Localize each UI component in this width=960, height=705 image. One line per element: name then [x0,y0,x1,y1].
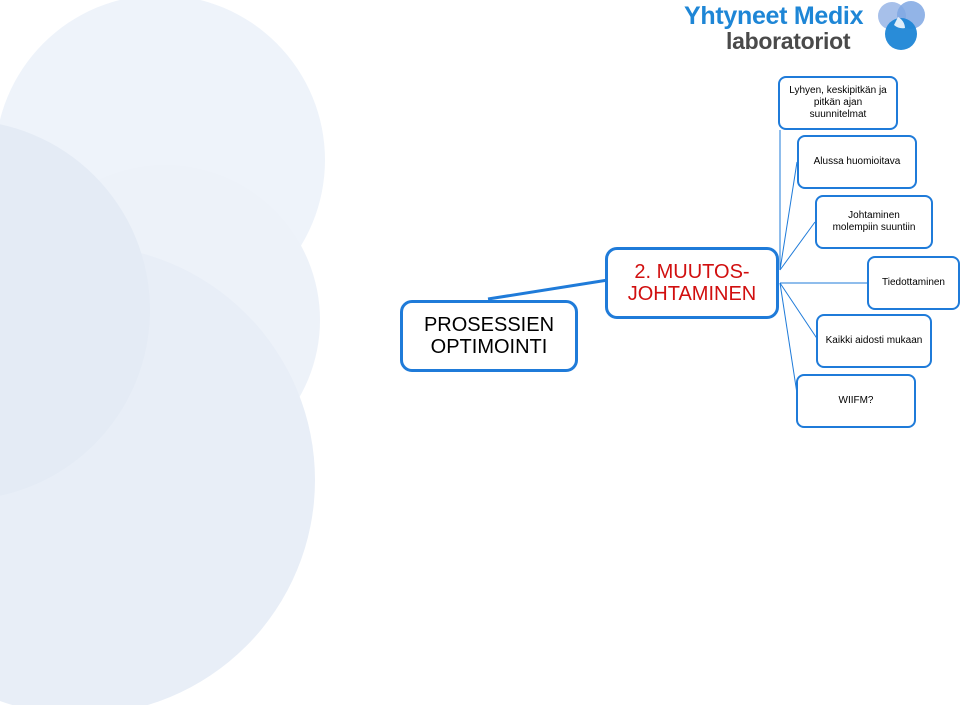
connector-root-main [487,278,609,301]
branch-node-communication: Tiedottaminen [867,256,960,310]
branch-node-wiifm: WIIFM? [796,374,916,428]
connector-main-branch [779,282,799,401]
logo-text-line2: laboratoriot [726,28,851,54]
logo-text-line1: Yhtyneet Medix [684,2,864,30]
logo-circles-icon [878,1,925,50]
branch-node-leadership-both-ways: Johtaminen molempiin suuntiin [815,195,933,249]
connector-main-branch [779,221,816,271]
branch-node-everyone-involved: Kaikki aidosti mukaan [816,314,932,368]
connector-main-branch [779,282,819,341]
root-node: PROSESSIEN OPTIMOINTI [400,300,578,372]
main-node: 2. MUUTOS- JOHTAMINEN [605,247,779,319]
background-circle [0,124,150,496]
branch-node-plans: Lyhyen, keskipitkän ja pitkän ajan suunn… [778,76,898,130]
company-logo: Yhtyneet Medix laboratoriot [680,0,940,56]
connector-main-branch [779,161,798,271]
branch-node-start-considerations: Alussa huomioitava [797,135,917,189]
